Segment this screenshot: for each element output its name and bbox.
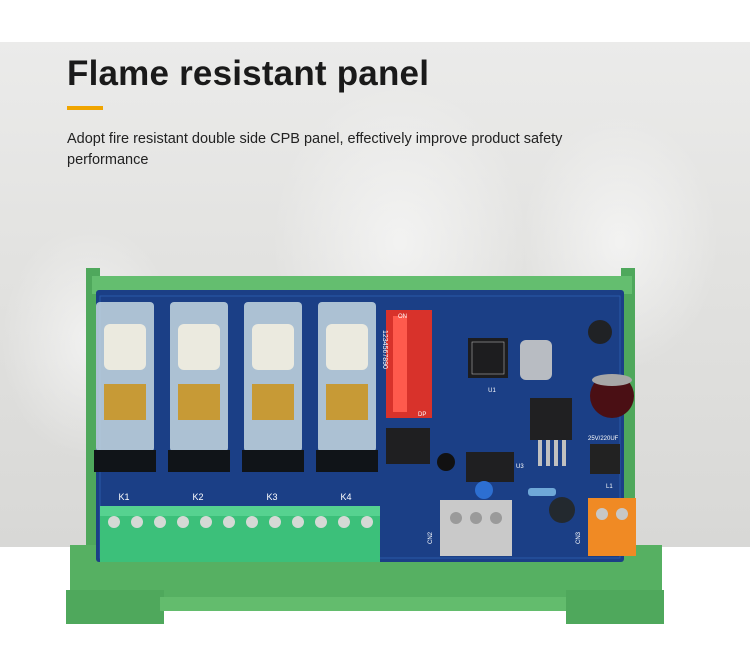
relay-k2 [168,302,230,472]
power-terminal-cn3 [588,498,636,556]
relay-k1 [94,302,156,472]
crystal-oscillator [520,340,552,380]
dip-on-label: ON [398,314,407,320]
relay-label-k2: K2 [192,492,203,502]
inductor [590,444,620,474]
small-capacitor [588,320,612,344]
feature-description: Adopt fire resistant double side CPB pan… [67,131,563,168]
cn2-label: CN2 [428,531,434,544]
dip-dp-label: DP [418,412,426,418]
cn3-label: CN3 [576,531,582,544]
voltage-regulator [530,398,572,440]
output-terminal-block [100,506,380,562]
title-accent-bar [67,106,103,110]
u3-chip [466,452,514,482]
dip-switch [386,310,432,418]
relay-label-k1: K1 [118,492,129,502]
relay-k4 [316,302,378,472]
l1-label: L1 [606,484,613,490]
capacitor-rating-label: 25V/220UF [588,436,619,442]
ceramic-capacitor [475,481,493,499]
relay-label-k4: K4 [340,492,351,502]
dip-digit-labels: 1234567890 [381,330,388,369]
resistor [528,488,556,496]
microcontroller-chip [468,338,508,378]
u1-label: U1 [488,388,496,394]
u3-label: U3 [516,464,524,470]
relay-label-k3: K3 [266,492,277,502]
relay-k3 [242,302,304,472]
input-terminal-cn2 [440,500,512,556]
page-title: Flame resistant panel [67,54,430,93]
driver-ic [386,428,430,464]
